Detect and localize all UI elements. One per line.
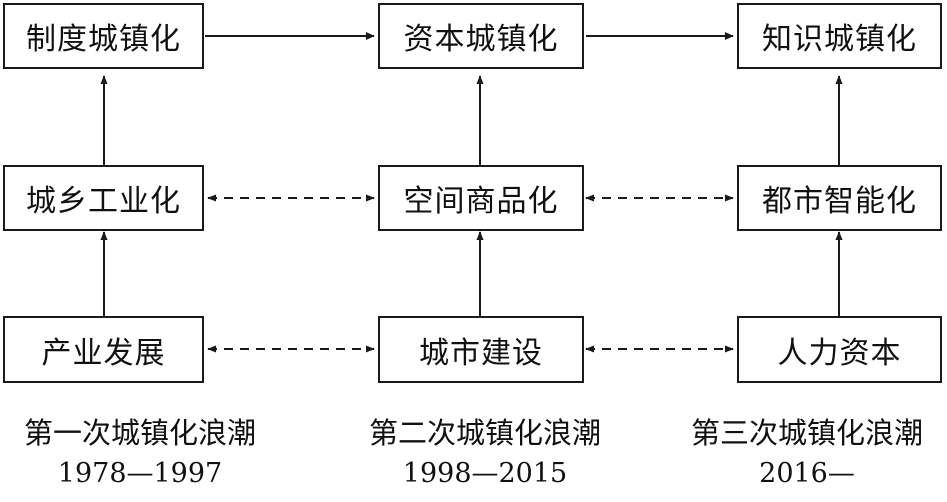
wave-label-1: 第一次城镇化浪潮 <box>23 416 256 450</box>
node-industrial-development: 产业发展 <box>3 316 204 383</box>
node-capital-urbanization: 资本城镇化 <box>378 3 584 69</box>
node-human-capital: 人力资本 <box>737 316 942 383</box>
years-label-2: 1998—2015 <box>402 458 568 489</box>
node-urban-rural-industrialization: 城乡工业化 <box>3 165 204 231</box>
wave-label-2: 第二次城镇化浪潮 <box>368 416 601 450</box>
years-label-1: 1978—1997 <box>57 458 223 489</box>
node-knowledge-urbanization: 知识城镇化 <box>737 3 942 69</box>
node-urban-construction: 城市建设 <box>378 316 584 383</box>
wave-label-3: 第三次城镇化浪潮 <box>690 416 923 450</box>
years-label-3: 2016— <box>759 458 855 489</box>
node-space-commodification: 空间商品化 <box>378 165 584 231</box>
node-metropolitan-intelligentization: 都市智能化 <box>737 165 942 231</box>
node-institutional-urbanization: 制度城镇化 <box>3 3 204 69</box>
